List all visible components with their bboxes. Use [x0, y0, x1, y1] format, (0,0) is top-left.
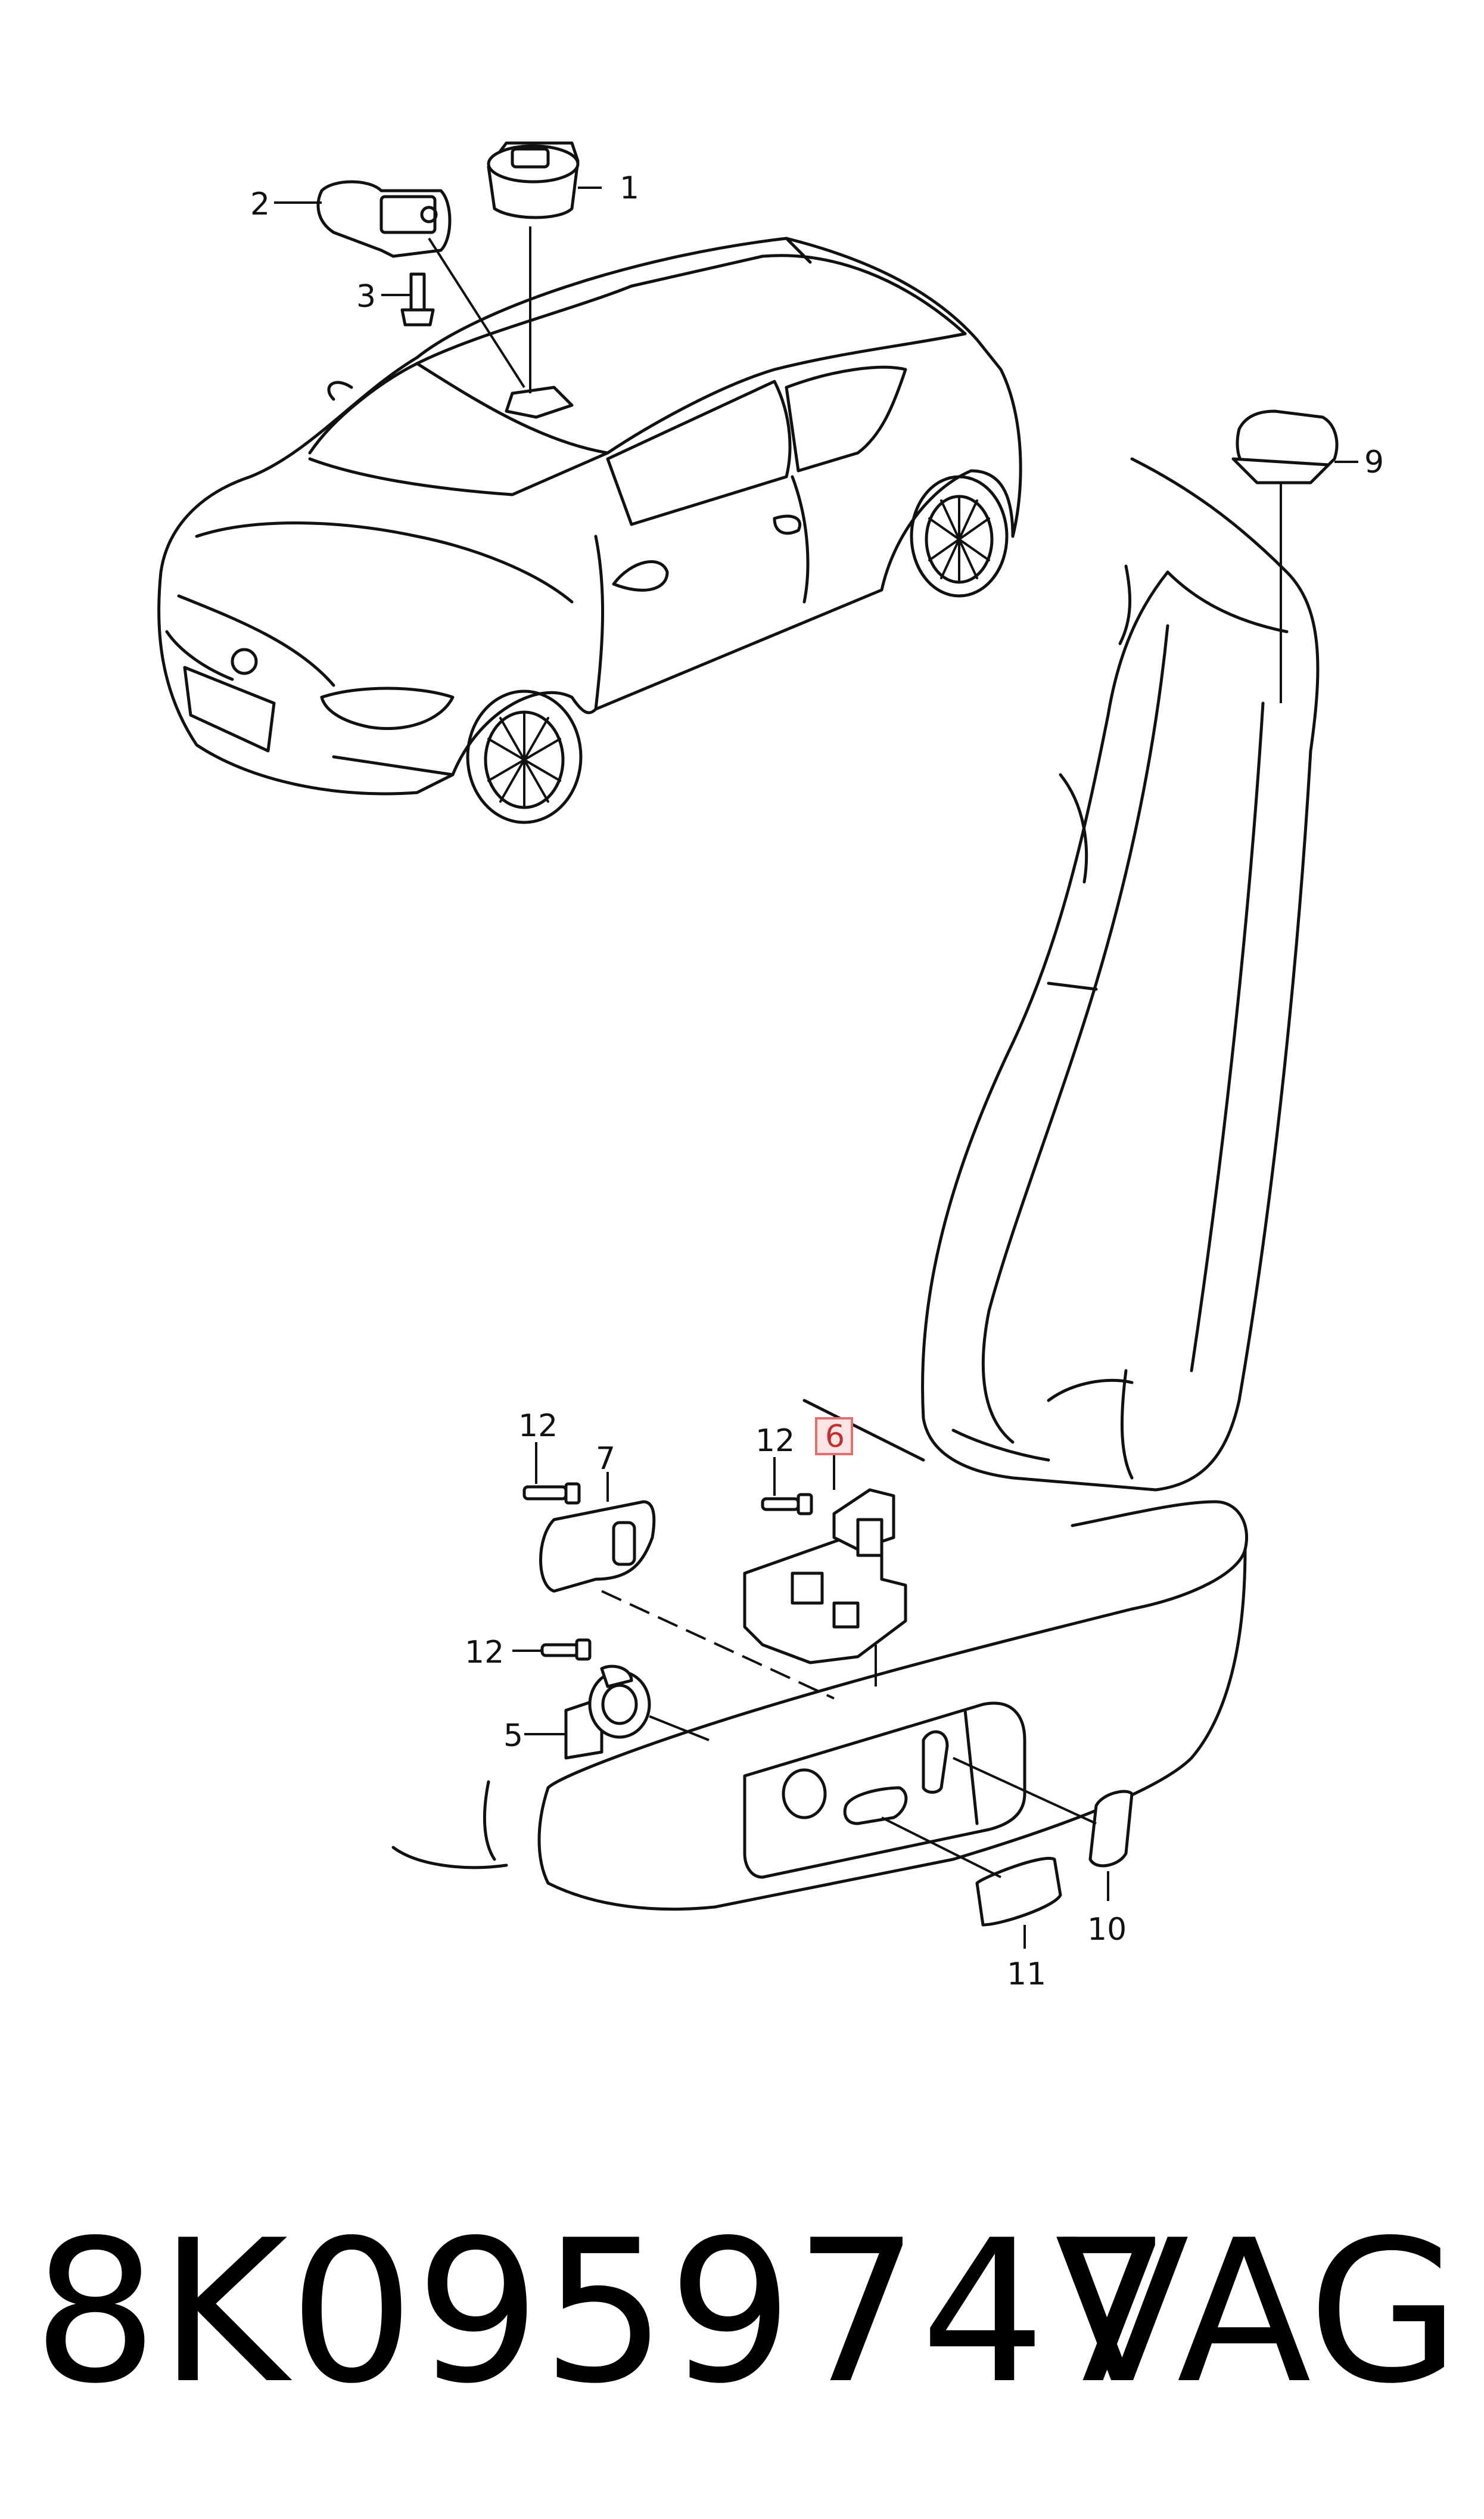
- part-1-switch: 1: [487, 141, 639, 393]
- part-5-rotary-knob: 5: [503, 1664, 710, 1760]
- part-6-control-module: 6: [743, 1417, 907, 1686]
- car-illustration: [157, 237, 1022, 824]
- callout-5: 5: [503, 1718, 523, 1754]
- footer: 8K0959747 VAG: [0, 2193, 1484, 2431]
- callout-6-highlight-box: [815, 1417, 853, 1455]
- callout-10: 10: [1087, 1912, 1127, 1948]
- parts-diagram: 1 2 3: [157, 141, 1384, 1992]
- callout-12c: 12: [465, 1635, 504, 1670]
- part-12b-screw: 12: [755, 1423, 813, 1515]
- callout-12a: 12: [518, 1408, 558, 1444]
- part-3-screw: 3: [356, 272, 435, 327]
- callout-9: 9: [1364, 445, 1384, 480]
- callout-12b: 12: [755, 1423, 795, 1459]
- part-9-module: 9: [1231, 409, 1384, 703]
- part-12c-screw: 12: [465, 1635, 592, 1670]
- part-12a-screw: 12: [518, 1408, 581, 1505]
- part-11-switch-knob: 11: [881, 1816, 1062, 1992]
- part-7-switch-cover: 7: [539, 1441, 835, 1700]
- callout-6: 6: [825, 1419, 845, 1455]
- part-2-control-unit: 2: [250, 180, 525, 389]
- callout-11: 11: [1007, 1956, 1046, 1992]
- seat-illustration: [391, 457, 1320, 1911]
- part-number: 8K0959747: [33, 2198, 1174, 2427]
- callout-7: 7: [596, 1441, 615, 1477]
- callout-2: 2: [250, 187, 270, 222]
- callout-3: 3: [356, 279, 376, 315]
- part-10-switch-knob: 10: [953, 1757, 1134, 1948]
- callout-1: 1: [620, 170, 639, 206]
- brand-label: VAG: [1054, 2198, 1460, 2427]
